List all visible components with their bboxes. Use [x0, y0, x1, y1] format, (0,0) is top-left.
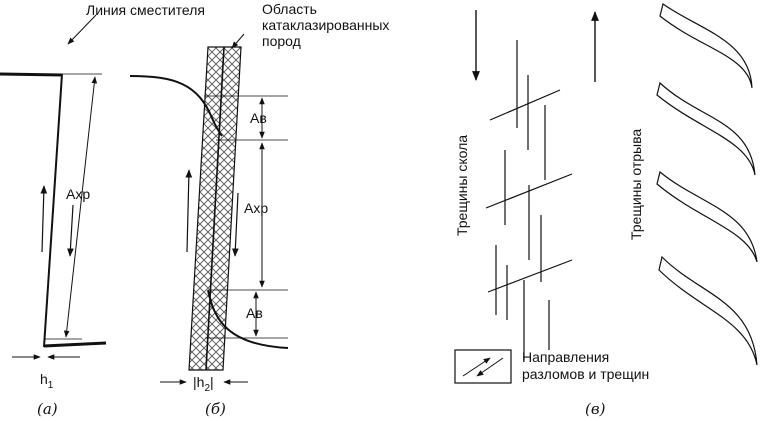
fault-plane-b — [205, 46, 225, 371]
av-label-lower: Ав — [246, 305, 263, 321]
cataclasite-label-line3: пород — [262, 33, 301, 49]
h1-label: h1 — [40, 371, 54, 391]
cataclasite-label-line1: Область — [262, 1, 317, 17]
legend-label-line2: разломов и трещин — [522, 366, 649, 382]
caption-a: (а) — [37, 400, 58, 418]
axr-label-b: Axp — [244, 200, 268, 216]
av-label-upper: Ав — [250, 110, 267, 126]
fault-plane-a — [43, 73, 63, 348]
fault-line-label: Линия сместителя — [86, 2, 205, 18]
legend-box — [454, 349, 512, 384]
panel-a — [0, 14, 107, 360]
panel-c — [454, 3, 758, 384]
motion-arrow-up-a — [40, 185, 48, 253]
fault-label-leader — [67, 14, 97, 45]
legend-label-line1: Направления — [522, 349, 609, 365]
shear-cracks-label: Трещины скола — [454, 135, 470, 236]
h2-label: |h2| — [193, 374, 214, 394]
tension-cracks-label: Трещины отрыва — [628, 129, 644, 240]
motion-arrow-up-b — [185, 169, 193, 253]
caption-c: (в) — [585, 400, 606, 418]
motion-arrow-down-b — [232, 192, 239, 257]
axr-label-a: Axp — [66, 186, 90, 202]
motion-arrow-down-a — [67, 204, 74, 257]
legend-arrow-1 — [462, 357, 491, 377]
caption-b: (б) — [205, 400, 226, 418]
legend-arrow-2 — [476, 357, 504, 377]
cataclasite-label-line2: катаклазированных — [262, 17, 389, 33]
tension-fracture-set — [656, 3, 758, 366]
axr-arrow-a — [63, 76, 98, 338]
zone-label-leader — [231, 33, 245, 49]
horizon-drag-lower — [207, 289, 289, 349]
horizon-upper-left — [0, 72, 63, 77]
horizon-lower-right — [43, 341, 107, 348]
horizon-drag-upper — [129, 75, 223, 137]
shear-fracture-set — [485, 40, 573, 360]
panel-b — [129, 33, 289, 385]
